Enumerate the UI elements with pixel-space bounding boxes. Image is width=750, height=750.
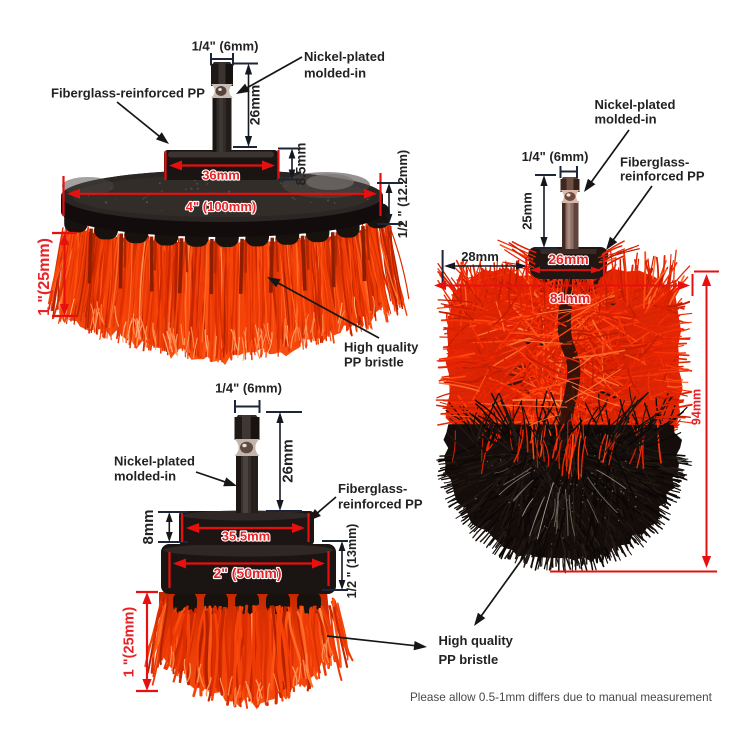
svg-text:28mm: 28mm [461,249,499,264]
svg-text:Nickel-plated: Nickel-plated [114,454,195,469]
svg-text:25mm: 25mm [520,192,535,230]
svg-text:81mm: 81mm [550,290,590,306]
svg-text:8mm: 8mm [140,509,157,544]
svg-text:35.5mm: 35.5mm [222,529,270,544]
svg-text:PP bristle: PP bristle [439,652,499,667]
svg-text:1 "(25mm): 1 "(25mm) [122,607,138,678]
svg-text:26mm: 26mm [548,251,588,267]
svg-text:Fiberglass-: Fiberglass- [338,481,407,496]
svg-text:Fiberglass-: Fiberglass- [620,155,689,170]
svg-text:molded-in: molded-in [114,469,176,484]
svg-text:molded-in: molded-in [304,66,366,81]
svg-text:26mm: 26mm [247,85,263,125]
svg-text:Please allow 0.5-1mm differs d: Please allow 0.5-1mm differs due to manu… [410,691,713,704]
svg-text:94mm: 94mm [690,389,704,425]
svg-text:PP bristle: PP bristle [344,355,404,370]
svg-text:1/4" (6mm): 1/4" (6mm) [215,381,282,396]
svg-text:reinforced PP: reinforced PP [620,169,705,184]
svg-text:Nickel-plated: Nickel-plated [304,49,385,64]
svg-text:High quality: High quality [344,340,419,355]
svg-text:1/4" (6mm): 1/4" (6mm) [522,149,589,164]
svg-text:2" (50mm): 2" (50mm) [213,565,281,581]
svg-text:4" (100mm): 4" (100mm) [186,199,256,214]
svg-text:molded-in: molded-in [595,112,657,127]
svg-text:High quality: High quality [439,633,514,648]
svg-text:Fiberglass-reinforced PP: Fiberglass-reinforced PP [51,86,205,101]
svg-text:1/2 " (12.2mm): 1/2 " (12.2mm) [395,150,410,239]
svg-text:8.5mm: 8.5mm [294,143,309,186]
svg-text:1 "(25mm): 1 "(25mm) [36,238,53,316]
svg-text:Nickel-plated: Nickel-plated [595,97,676,112]
svg-text:reinforced PP: reinforced PP [338,497,423,512]
svg-text:1/4" (6mm): 1/4" (6mm) [192,39,259,54]
svg-text:26mm: 26mm [280,439,297,482]
svg-text:36mm: 36mm [202,168,240,183]
svg-text:1/2 " (13mm): 1/2 " (13mm) [345,524,359,599]
